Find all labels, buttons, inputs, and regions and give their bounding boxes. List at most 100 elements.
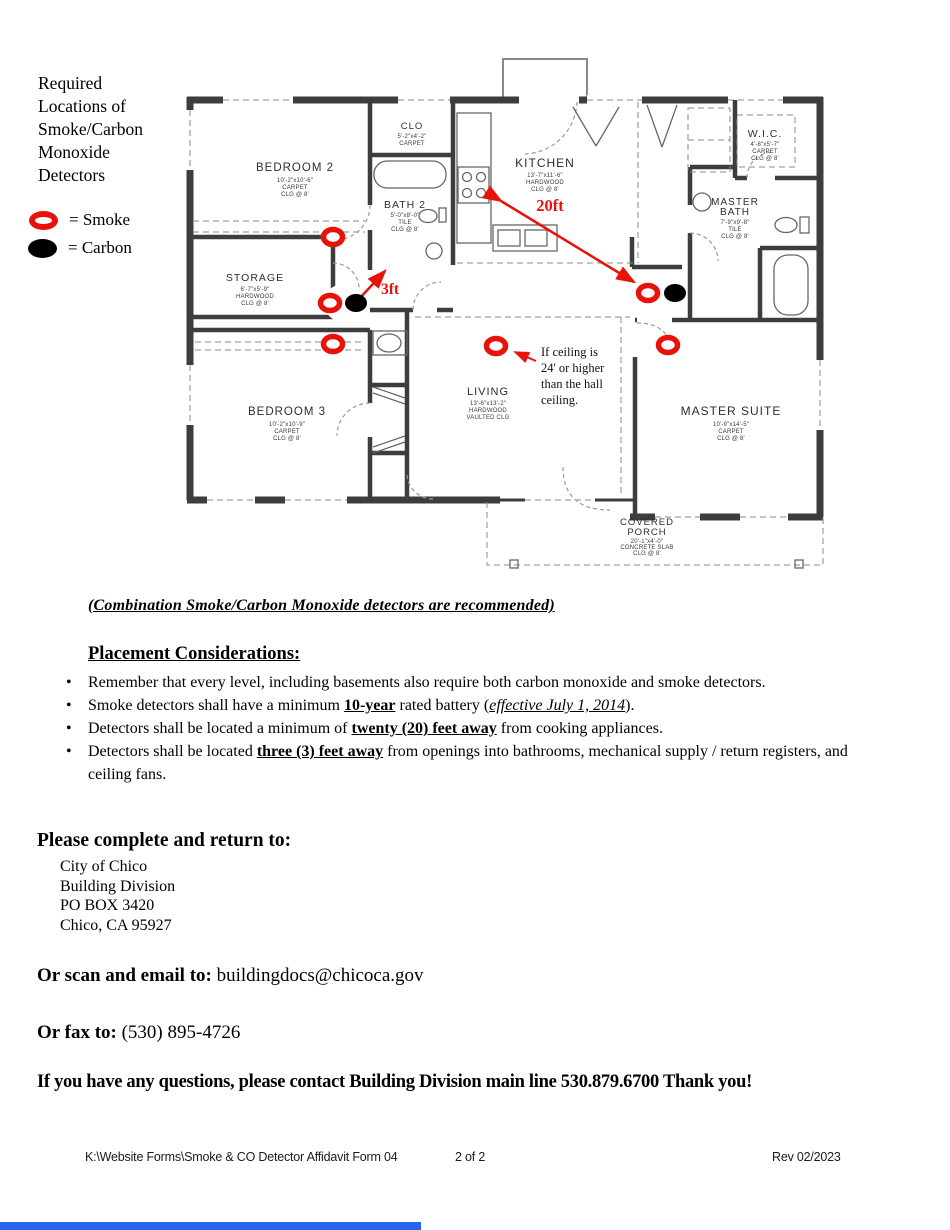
svg-text:PORCH: PORCH xyxy=(627,527,666,538)
svg-text:CLO: CLO xyxy=(401,121,424,132)
placement-list: Remember that every level, including bas… xyxy=(60,671,865,786)
legend-title-line: Locations of xyxy=(38,96,126,116)
arrow-20ft xyxy=(482,185,637,284)
legend-carbon-row: = Carbon xyxy=(28,238,132,258)
email-label: Or scan and email to: xyxy=(37,965,212,986)
footer-page-number: 2 of 2 xyxy=(455,1150,486,1164)
email-value: buildingdocs@chicoca.gov xyxy=(216,965,424,986)
placement-item: Remember that every level, including bas… xyxy=(60,671,865,694)
windows xyxy=(185,95,825,522)
svg-text:HARDWOOD: HARDWOOD xyxy=(236,294,274,300)
questions-line: If you have any questions, please contac… xyxy=(37,1072,752,1092)
svg-text:MASTER SUITE: MASTER SUITE xyxy=(681,404,782,418)
svg-text:CARPET: CARPET xyxy=(718,429,744,435)
svg-text:CLG @ 8': CLG @ 8' xyxy=(633,551,661,557)
address-line: Chico, CA 95927 xyxy=(60,917,172,935)
svg-text:10'-2"x10'-9": 10'-2"x10'-9" xyxy=(269,422,305,428)
svg-text:COVERED: COVERED xyxy=(620,517,674,528)
svg-text:BATH: BATH xyxy=(720,207,750,218)
smoke-detector-living xyxy=(483,335,509,357)
legend-title-line: Smoke/Carbon xyxy=(38,119,143,139)
svg-text:CARPET: CARPET xyxy=(752,149,778,155)
svg-text:5'-2"x4'-2": 5'-2"x4'-2" xyxy=(397,134,426,140)
carbon-detector-master-hall xyxy=(664,284,686,302)
svg-text:BEDROOM 2: BEDROOM 2 xyxy=(256,162,334,174)
svg-text:4'-8"x5'-7": 4'-8"x5'-7" xyxy=(750,142,779,148)
address-line: Building Division xyxy=(60,877,176,895)
svg-text:CONCRETE SLAB: CONCRETE SLAB xyxy=(620,545,673,551)
address-line: City of Chico xyxy=(60,858,148,875)
legend-title-line: Required xyxy=(38,73,103,93)
svg-text:CLG @ 8': CLG @ 8' xyxy=(273,436,301,442)
outer-walls xyxy=(186,96,824,521)
svg-text:BEDROOM 3: BEDROOM 3 xyxy=(248,406,326,418)
smoke-detector-icon xyxy=(29,210,58,230)
svg-text:KITCHEN: KITCHEN xyxy=(515,156,575,170)
svg-text:24' or higher: 24' or higher xyxy=(541,361,605,375)
ceiling-note: If ceiling is 24' or higher than the hal… xyxy=(541,345,605,407)
footer-revision: Rev 02/2023 xyxy=(772,1150,841,1164)
svg-text:If ceiling is: If ceiling is xyxy=(541,345,598,359)
covered-porch-outline xyxy=(486,502,824,569)
svg-text:STORAGE: STORAGE xyxy=(226,272,284,284)
entry-opening xyxy=(519,95,579,105)
svg-text:CARPET: CARPET xyxy=(399,141,425,147)
svg-text:LIVING: LIVING xyxy=(467,386,509,398)
loading-bar xyxy=(0,1222,421,1230)
fax-value: (530) 895-4726 xyxy=(121,1022,241,1043)
legend-smoke-row: = Smoke xyxy=(29,210,130,230)
legend-title: Required Locations of Smoke/Carbon Monox… xyxy=(38,72,168,187)
fax-label: Or fax to: xyxy=(37,1022,117,1043)
label-20ft: 20ft xyxy=(536,196,564,215)
smoke-detector-hall xyxy=(317,292,343,314)
email-line: Or scan and email to: buildingdocs@chico… xyxy=(37,965,424,987)
fax-line: Or fax to: (530) 895-4726 xyxy=(37,1022,240,1044)
arrow-3ft xyxy=(341,269,387,317)
arrow-ceiling-note xyxy=(513,351,537,364)
svg-text:CLG @ 8': CLG @ 8' xyxy=(751,156,779,162)
placement-item: Smoke detectors shall have a minimum 10-… xyxy=(60,694,865,717)
carbon-detector-hall xyxy=(345,294,367,312)
svg-text:CLG @ 8': CLG @ 8' xyxy=(531,187,559,193)
svg-text:W.I.C.: W.I.C. xyxy=(748,128,783,140)
smoke-detector-master-suite xyxy=(655,334,681,356)
svg-text:HARDWOOD: HARDWOOD xyxy=(469,408,507,414)
svg-text:CLG @ 8': CLG @ 8' xyxy=(717,436,745,442)
footer-path: K:\Website Forms\Smoke & CO Detector Aff… xyxy=(85,1150,398,1164)
smoke-legend-label: = Smoke xyxy=(69,210,131,229)
detector-markers xyxy=(317,226,686,357)
svg-text:CLG @ 8': CLG @ 8' xyxy=(391,227,419,233)
svg-text:CLG @ 8': CLG @ 8' xyxy=(281,192,309,198)
svg-text:CLG @ 8': CLG @ 8' xyxy=(721,234,749,240)
smoke-detector-master-hall xyxy=(635,282,661,304)
legend-title-line: Monoxide xyxy=(38,142,110,162)
smoke-detector-hall-bath2 xyxy=(320,226,346,248)
room-labels: BEDROOM 2 10'-2"x10'-6" CARPET CLG @ 8' … xyxy=(226,121,783,557)
svg-text:HARDWOOD: HARDWOOD xyxy=(526,180,564,186)
entry-door-arc xyxy=(522,101,578,155)
carbon-detector-icon xyxy=(28,238,57,258)
svg-text:VAULTED CLG: VAULTED CLG xyxy=(467,415,510,421)
svg-text:13'-6"x13'-2": 13'-6"x13'-2" xyxy=(470,401,506,407)
svg-text:TILE: TILE xyxy=(728,227,741,233)
return-address: City of Chico Building Division PO BOX 3… xyxy=(60,857,175,936)
svg-text:10'-2"x10'-6": 10'-2"x10'-6" xyxy=(277,178,313,184)
placement-heading: Placement Considerations: xyxy=(88,644,301,664)
svg-text:7'-9"x9'-8": 7'-9"x9'-8" xyxy=(720,220,749,226)
svg-text:MASTER: MASTER xyxy=(711,197,759,208)
carbon-legend-label: = Carbon xyxy=(68,238,132,257)
address-line: PO BOX 3420 xyxy=(60,897,155,915)
legend-title-line: Detectors xyxy=(38,165,106,185)
svg-text:5'-0"x8'-0": 5'-0"x8'-0" xyxy=(390,213,419,219)
svg-text:CARPET: CARPET xyxy=(274,429,300,435)
svg-text:10'-9"x14'-5": 10'-9"x14'-5" xyxy=(713,422,749,428)
combination-note: (Combination Smoke/Carbon Monoxide detec… xyxy=(88,597,555,614)
smoke-detector-bedroom3-door xyxy=(320,333,346,355)
annotation-arrows xyxy=(341,185,637,364)
svg-text:6'-7"x5'-9": 6'-7"x5'-9" xyxy=(240,287,269,293)
interior-walls xyxy=(190,100,820,517)
placement-item: Detectors shall be located a minimum of … xyxy=(60,717,865,740)
svg-text:13'-7"x11'-6": 13'-7"x11'-6" xyxy=(527,173,563,179)
svg-text:TILE: TILE xyxy=(398,220,411,226)
